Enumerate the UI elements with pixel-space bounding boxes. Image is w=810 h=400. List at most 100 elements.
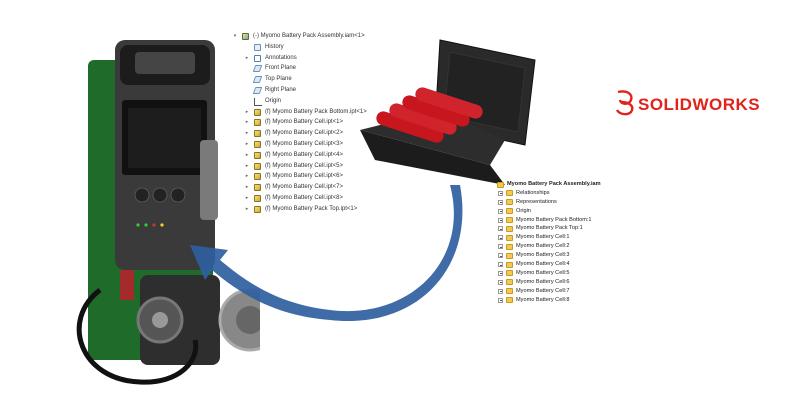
expand-box-icon[interactable] bbox=[498, 262, 503, 268]
feature-tree-label: (f) Myomo Battery Cell.ipt<5> bbox=[265, 162, 344, 169]
expand-box-icon[interactable] bbox=[498, 279, 503, 285]
feature-tree-label: Right Plane bbox=[265, 86, 297, 93]
expand-arrow-icon[interactable]: ▸ bbox=[245, 184, 249, 191]
explorer-tree-item[interactable]: Myomo Battery Pack Bottom:1 bbox=[497, 216, 647, 225]
feature-tree-item[interactable]: ▸ (f) Myomo Battery Cell.ipt<1> bbox=[232, 117, 432, 128]
feature-tree-label: (-) Myomo Battery Pack Assembly.iam<1> bbox=[253, 33, 365, 39]
part-icon bbox=[254, 151, 261, 159]
explorer-tree-label: Myomo Battery Cell:2 bbox=[516, 243, 570, 250]
part-icon bbox=[254, 162, 261, 170]
feature-tree-label: (f) Myomo Battery Cell.ipt<8> bbox=[265, 194, 344, 201]
expand-box-icon[interactable] bbox=[498, 253, 503, 259]
expand-box-icon[interactable] bbox=[498, 235, 503, 241]
part-icon bbox=[254, 140, 261, 148]
feature-tree-item[interactable]: ▾ (-) Myomo Battery Pack Assembly.iam<1> bbox=[232, 31, 432, 42]
folder-icon bbox=[506, 288, 513, 295]
expand-arrow-icon[interactable]: ▸ bbox=[245, 151, 249, 158]
feature-tree-item[interactable]: Top Plane bbox=[232, 74, 432, 85]
case-base bbox=[360, 130, 505, 185]
belt bbox=[76, 288, 199, 385]
expand-arrow-icon[interactable]: ▸ bbox=[245, 173, 249, 180]
feature-tree-item[interactable]: History bbox=[232, 42, 432, 53]
explorer-tree-item[interactable]: Myomo Battery Cell:7 bbox=[497, 287, 647, 296]
feature-tree-item[interactable]: ▸(f) Myomo Battery Cell.ipt<4> bbox=[232, 150, 432, 161]
expand-arrow-icon[interactable]: ▸ bbox=[245, 108, 249, 115]
expand-box-icon[interactable] bbox=[498, 208, 503, 214]
feature-tree-item[interactable]: ▸(f) Myomo Battery Pack Bottom.ipt<1> bbox=[232, 107, 432, 118]
feature-tree-label: History bbox=[265, 43, 284, 50]
explorer-tree-item[interactable]: Relationships bbox=[497, 189, 647, 198]
expand-arrow-icon[interactable]: ▸ bbox=[245, 205, 249, 212]
feature-tree-item[interactable]: Right Plane bbox=[232, 85, 432, 96]
folder-icon bbox=[506, 199, 513, 206]
device-button bbox=[152, 187, 168, 203]
expand-arrow-icon[interactable]: ▾ bbox=[233, 33, 237, 39]
annotations-icon bbox=[254, 54, 261, 62]
expand-arrow-icon[interactable]: ▸ bbox=[245, 130, 249, 137]
expand-box-icon[interactable] bbox=[498, 297, 503, 303]
part-icon bbox=[254, 130, 261, 138]
explorer-tree-item[interactable]: Origin bbox=[497, 207, 647, 216]
explorer-tree-item[interactable]: Myomo Battery Cell:8 bbox=[497, 296, 647, 305]
part-icon bbox=[254, 119, 261, 127]
explorer-tree-item[interactable]: Myomo Battery Cell:2 bbox=[497, 242, 647, 251]
feature-tree-label: Origin bbox=[265, 97, 282, 104]
explorer-tree-item[interactable]: Myomo Battery Cell:4 bbox=[497, 260, 647, 269]
feature-tree-item[interactable]: Front Plane bbox=[232, 63, 432, 74]
feature-tree-item[interactable]: ▸ (f) Myomo Battery Cell.ipt<2> bbox=[232, 128, 432, 139]
part-icon bbox=[254, 173, 261, 181]
expand-box-icon[interactable] bbox=[498, 226, 503, 232]
explorer-tree-item[interactable]: Myomo Battery Cell:1 bbox=[497, 233, 647, 242]
folder-icon bbox=[506, 279, 513, 286]
part-icon bbox=[254, 194, 261, 202]
explorer-tree-item[interactable]: Myomo Battery Pack Top:1 bbox=[497, 224, 647, 233]
feature-tree-label: (f) Myomo Battery Cell.ipt<1> bbox=[265, 119, 344, 126]
feature-tree-label: Front Plane bbox=[265, 65, 297, 72]
explorer-tree-label: Myomo Battery Cell:6 bbox=[516, 278, 570, 285]
expand-box-icon[interactable] bbox=[498, 288, 503, 294]
expand-arrow-icon[interactable]: ▸ bbox=[245, 140, 249, 147]
feature-tree-item[interactable]: ▸(f) Myomo Battery Cell.ipt<7> bbox=[232, 182, 432, 193]
folder-icon bbox=[506, 234, 513, 241]
logo-text: SOLIDWORKS bbox=[638, 95, 761, 114]
feature-tree-item[interactable]: ▸ (f) Myomo Battery Cell.ipt<8> bbox=[232, 193, 432, 204]
explorer-tree-label: Myomo Battery Cell:1 bbox=[516, 234, 570, 241]
folder-icon bbox=[506, 217, 513, 224]
explorer-tree-label: Myomo Battery Cell:4 bbox=[516, 261, 570, 268]
device-button bbox=[134, 187, 150, 203]
feature-tree-item[interactable]: ▸ Annotations bbox=[232, 53, 432, 64]
expand-arrow-icon[interactable]: ▸ bbox=[245, 54, 249, 61]
expand-box-icon[interactable] bbox=[498, 199, 503, 205]
expand-arrow-icon[interactable]: ▸ bbox=[245, 162, 249, 169]
expand-box-icon[interactable] bbox=[498, 217, 503, 223]
history-icon bbox=[254, 43, 261, 51]
plane-icon bbox=[252, 65, 263, 73]
expand-arrow-icon[interactable]: ▸ bbox=[245, 119, 249, 126]
battery-case-illustration bbox=[360, 39, 536, 185]
device-button bbox=[170, 187, 186, 203]
folder-icon bbox=[506, 225, 513, 232]
expand-box-icon[interactable] bbox=[498, 270, 503, 276]
part-icon bbox=[254, 184, 261, 192]
expand-box-icon[interactable] bbox=[498, 244, 503, 250]
device-illustration bbox=[76, 40, 260, 385]
explorer-tree-item[interactable]: Myomo Battery Cell:3 bbox=[497, 251, 647, 260]
feature-tree-item[interactable]: ▸ (f) Myomo Battery Cell.ipt<5> bbox=[232, 161, 432, 172]
feature-tree-label: (f) Myomo Battery Cell.ipt<2> bbox=[265, 130, 344, 137]
expand-arrow-icon[interactable]: ▸ bbox=[245, 194, 249, 201]
feature-tree-item[interactable]: ▸(f) Myomo Battery Cell.ipt<6> bbox=[232, 171, 432, 182]
expand-box-icon[interactable] bbox=[498, 190, 503, 196]
feature-tree: ▾ (-) Myomo Battery Pack Assembly.iam<1> H… bbox=[232, 31, 432, 215]
feature-tree-item[interactable]: Origin bbox=[232, 96, 432, 107]
feature-tree-item[interactable]: ▸(f) Myomo Battery Pack Top.ipt<1> bbox=[232, 204, 432, 215]
feature-tree-item[interactable]: ▸(f) Myomo Battery Cell.ipt<3> bbox=[232, 139, 432, 150]
explorer-tree-label: Origin bbox=[516, 207, 531, 214]
explorer-tree-label: Myomo Battery Pack Top:1 bbox=[516, 225, 583, 232]
explorer-tree-item[interactable]: Myomo Battery Cell:5 bbox=[497, 269, 647, 278]
explorer-tree-item[interactable]: Myomo Battery Cell:6 bbox=[497, 278, 647, 287]
explorer-tree-title-row[interactable]: Myomo Battery Pack Assembly.iam bbox=[497, 180, 647, 189]
folder-icon bbox=[506, 270, 513, 277]
explorer-tree-item[interactable]: Representations bbox=[497, 198, 647, 207]
explorer-tree-label: Myomo Battery Cell:8 bbox=[516, 296, 570, 303]
feature-tree-label: Annotations bbox=[265, 54, 297, 61]
